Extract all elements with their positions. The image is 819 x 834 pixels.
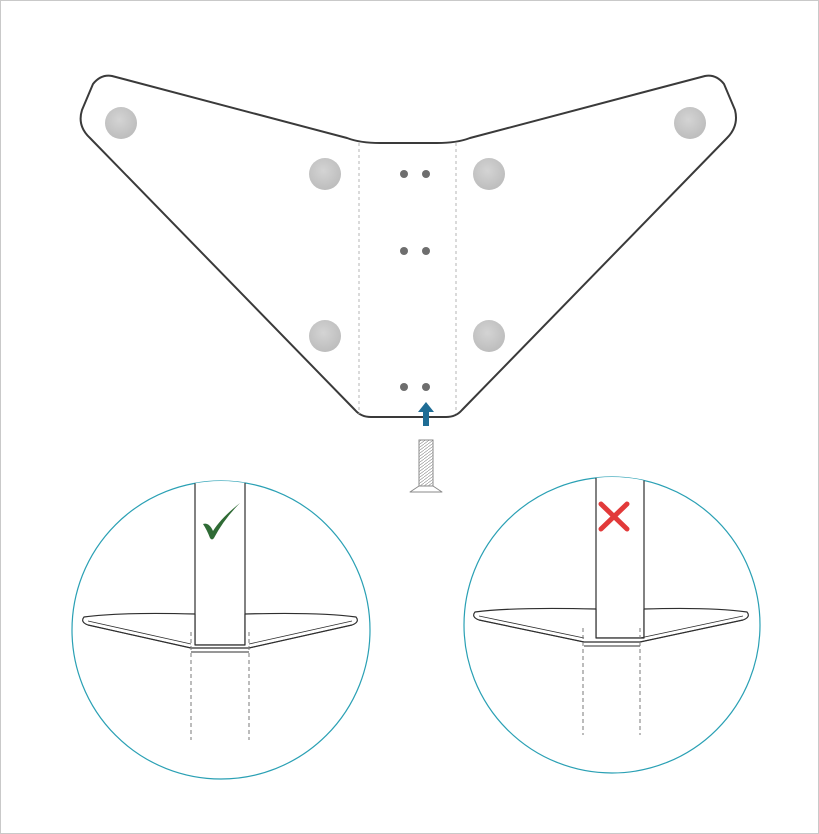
screw-hole: [422, 247, 430, 255]
screw-hole: [400, 170, 408, 178]
foot-pad-lower-right: [473, 320, 505, 352]
detail-incorrect: [463, 476, 761, 774]
foot-pad-upper-right: [473, 158, 505, 190]
screw-hole: [422, 170, 430, 178]
foot-pad-upper-left: [309, 158, 341, 190]
screw-holes: [400, 170, 430, 391]
cross-icon: [598, 501, 630, 532]
base-plate-outline: [79, 74, 737, 418]
screw-hole: [400, 383, 408, 391]
base-profile-incorrect: [473, 607, 749, 643]
screw-hole: [422, 383, 430, 391]
pole-correct: [194, 481, 246, 646]
foot-pad-top-right: [674, 107, 706, 139]
base-plate: [79, 74, 737, 418]
foot-pad-lower-left: [309, 320, 341, 352]
detail-correct: [71, 480, 371, 780]
arrow-up-icon: [418, 402, 434, 426]
checkmark-icon: [203, 503, 240, 540]
screw-hole: [400, 247, 408, 255]
countersunk-screw-icon: [409, 439, 443, 493]
base-profile-correct: [82, 612, 358, 649]
pole-incorrect: [595, 477, 645, 639]
foot-pad-top-left: [105, 107, 137, 139]
